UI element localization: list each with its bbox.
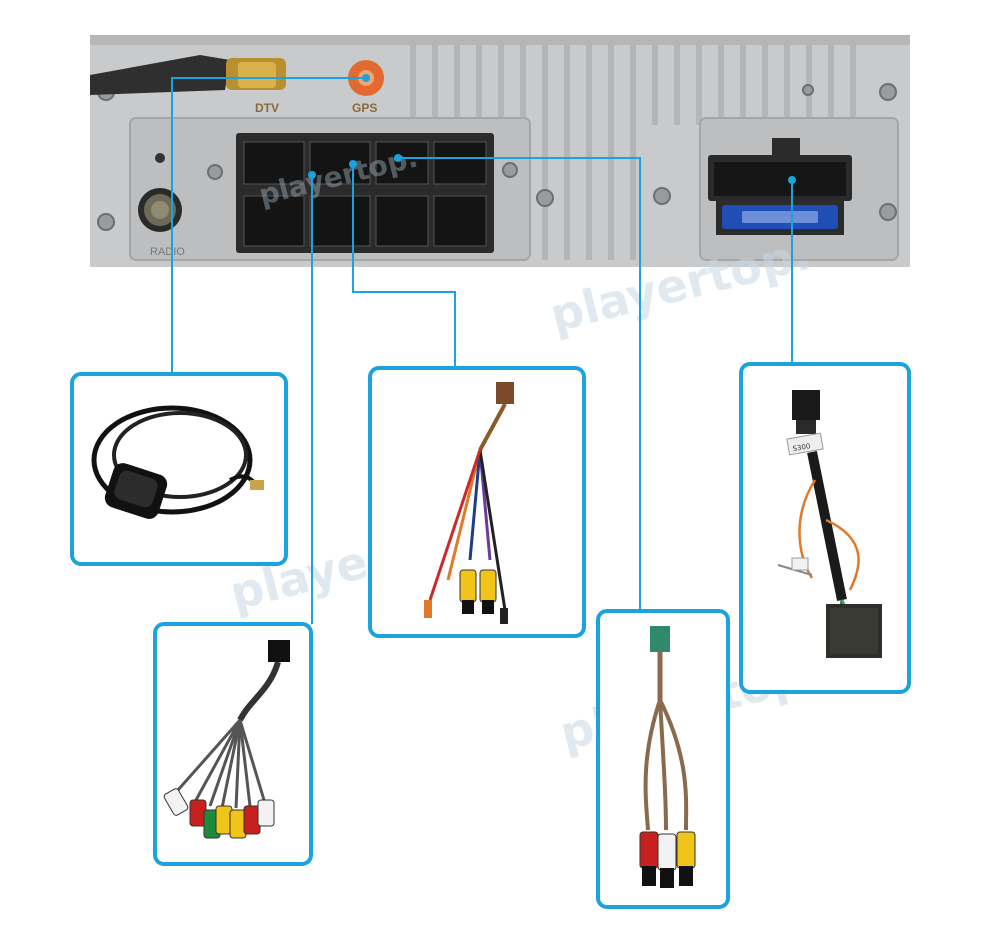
antenna-cable [90,55,230,95]
rca-cable-icon [163,640,290,839]
panel-aux-cable [596,609,730,909]
main-connector-block [236,133,494,253]
leader-lines [171,77,793,624]
panel-rca-cable [153,622,313,866]
gps-antenna-icon [91,405,264,519]
gps-label: GPS [352,101,377,115]
dtv-label: DTV [255,101,279,115]
heatsink-fins [410,45,856,260]
camera-cable-icon [424,382,514,624]
small-hole [155,153,165,163]
power-connector [708,138,852,235]
leader-gps [171,77,366,372]
panel-power-harness: S300 [739,362,911,694]
aux-cable-icon [639,626,696,888]
panel-gps-antenna [70,372,288,566]
leader-camera [352,164,456,367]
power-harness-icon: S300 [777,390,882,658]
panel-camera-cable [368,366,586,638]
radio-label: RADIO [150,246,185,258]
leader-aux [398,157,641,611]
dtv-port: DTV [226,58,286,115]
harness-tag: S300 [792,442,811,453]
leader-dots [308,74,796,184]
